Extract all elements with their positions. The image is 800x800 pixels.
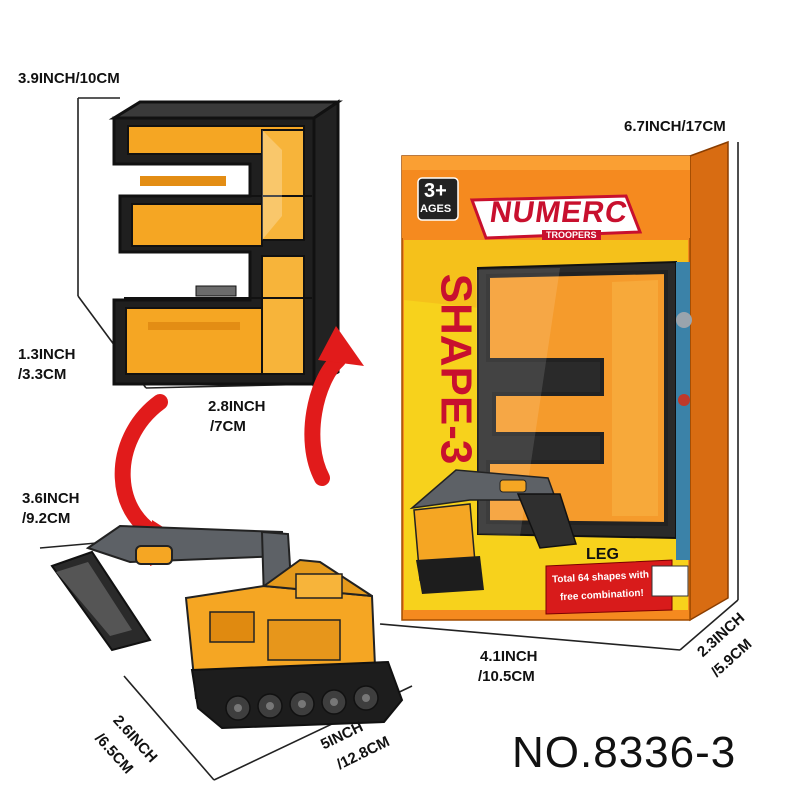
dimension-lines — [39, 97, 739, 781]
arrow-up-icon — [304, 352, 346, 486]
dim-width-toy-1: 2.8INCH — [208, 398, 266, 415]
dim-width-box-1: 4.1INCH — [480, 648, 538, 665]
number-three-toy — [108, 99, 343, 387]
age-value: 3+ — [424, 180, 447, 202]
age-label: AGES — [420, 203, 452, 215]
side-shape-text: SHAPE-3 — [431, 273, 481, 465]
package-box — [401, 140, 729, 622]
leg-label: LEG — [586, 546, 619, 563]
product-number: NO.8336-3 — [512, 728, 737, 777]
brand-logo: NUMERC — [487, 196, 631, 229]
arrow-down-icon — [114, 394, 176, 548]
dim-width-toy-2: /7CM — [210, 418, 246, 435]
dim-height-box: 6.7INCH/17CM — [624, 118, 726, 135]
brand-subtitle: TROOPERS — [542, 230, 601, 240]
excavator-vehicle — [50, 524, 404, 730]
dim-depth-toy-1: 1.3INCH — [18, 346, 76, 363]
dim-height-vehicle-2: /9.2CM — [22, 510, 71, 527]
dim-height-vehicle-1: 3.6INCH — [22, 490, 80, 507]
dim-width-box-2: /10.5CM — [478, 668, 535, 685]
dim-depth-toy-2: /3.3CM — [18, 366, 67, 383]
dim-height-toy: 3.9INCH/10CM — [18, 70, 120, 87]
